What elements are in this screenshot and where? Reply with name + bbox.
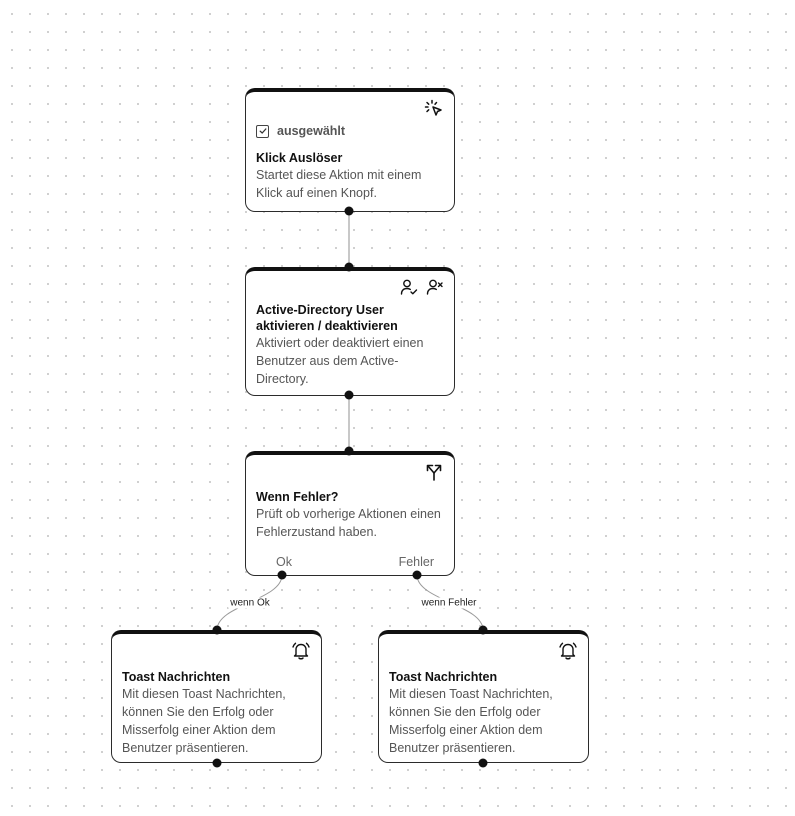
node-title: Wenn Fehler? <box>256 490 339 504</box>
node-title: Active-Directory User aktivieren / deakt… <box>256 303 398 333</box>
node-icons <box>291 641 311 661</box>
selected-label: ausgewählt <box>277 124 346 138</box>
handle-ad-out[interactable] <box>344 390 354 400</box>
user-x-icon[interactable] <box>426 278 444 296</box>
node-toast-ok[interactable]: Toast Nachrichten Mit diesen Toast Nachr… <box>111 630 322 763</box>
checkmark-icon <box>259 128 266 134</box>
handle-toast-ok-out[interactable] <box>212 758 222 768</box>
bell-icon <box>559 642 577 660</box>
bell-icon <box>292 642 310 660</box>
edge-label-error: wenn Fehler <box>419 597 479 609</box>
node-click-trigger[interactable]: ausgewählt Klick Auslöser Startet diese … <box>245 88 455 212</box>
handle-if-ok-out[interactable] <box>277 570 287 580</box>
node-description: Aktiviert oder deaktiviert einen Benutze… <box>256 336 424 386</box>
user-check-icon[interactable] <box>400 278 418 296</box>
node-title: Klick Auslöser <box>256 151 343 165</box>
node-description: Mit diesen Toast Nachrichten, können Sie… <box>122 687 286 755</box>
branch-row: Ok Fehler <box>246 555 454 569</box>
node-icons <box>558 641 578 661</box>
node-description: Mit diesen Toast Nachrichten, können Sie… <box>389 687 553 755</box>
handle-if-error-out[interactable] <box>412 570 422 580</box>
handle-toast-ok-in[interactable] <box>212 625 222 635</box>
node-if-error[interactable]: Wenn Fehler? Prüft ob vorherige Aktionen… <box>245 451 455 576</box>
node-icons <box>424 99 444 119</box>
handle-trigger-out[interactable] <box>344 206 354 216</box>
selected-checkbox[interactable] <box>256 124 269 138</box>
node-icons <box>424 462 444 482</box>
handle-toast-error-in[interactable] <box>478 625 488 635</box>
node-title: Toast Nachrichten <box>389 670 498 684</box>
node-description: Startet diese Aktion mit einem Klick auf… <box>256 168 422 200</box>
node-description: Prüft ob vorherige Aktionen einen Fehler… <box>256 507 441 539</box>
node-icons <box>400 278 444 296</box>
handle-ad-in[interactable] <box>344 262 354 272</box>
node-ad-user[interactable]: Active-Directory User aktivieren / deakt… <box>245 267 455 396</box>
branch-ok-label: Ok <box>276 555 292 569</box>
handle-toast-error-out[interactable] <box>478 758 488 768</box>
split-arrows-icon <box>426 464 442 481</box>
node-title: Toast Nachrichten <box>122 670 231 684</box>
selected-indicator[interactable]: ausgewählt <box>256 124 444 138</box>
cursor-click-icon <box>424 99 442 116</box>
handle-if-in[interactable] <box>344 446 354 456</box>
branch-error-label: Fehler <box>398 555 434 569</box>
edge-label-ok: wenn Ok <box>228 597 272 609</box>
node-toast-error[interactable]: Toast Nachrichten Mit diesen Toast Nachr… <box>378 630 589 763</box>
